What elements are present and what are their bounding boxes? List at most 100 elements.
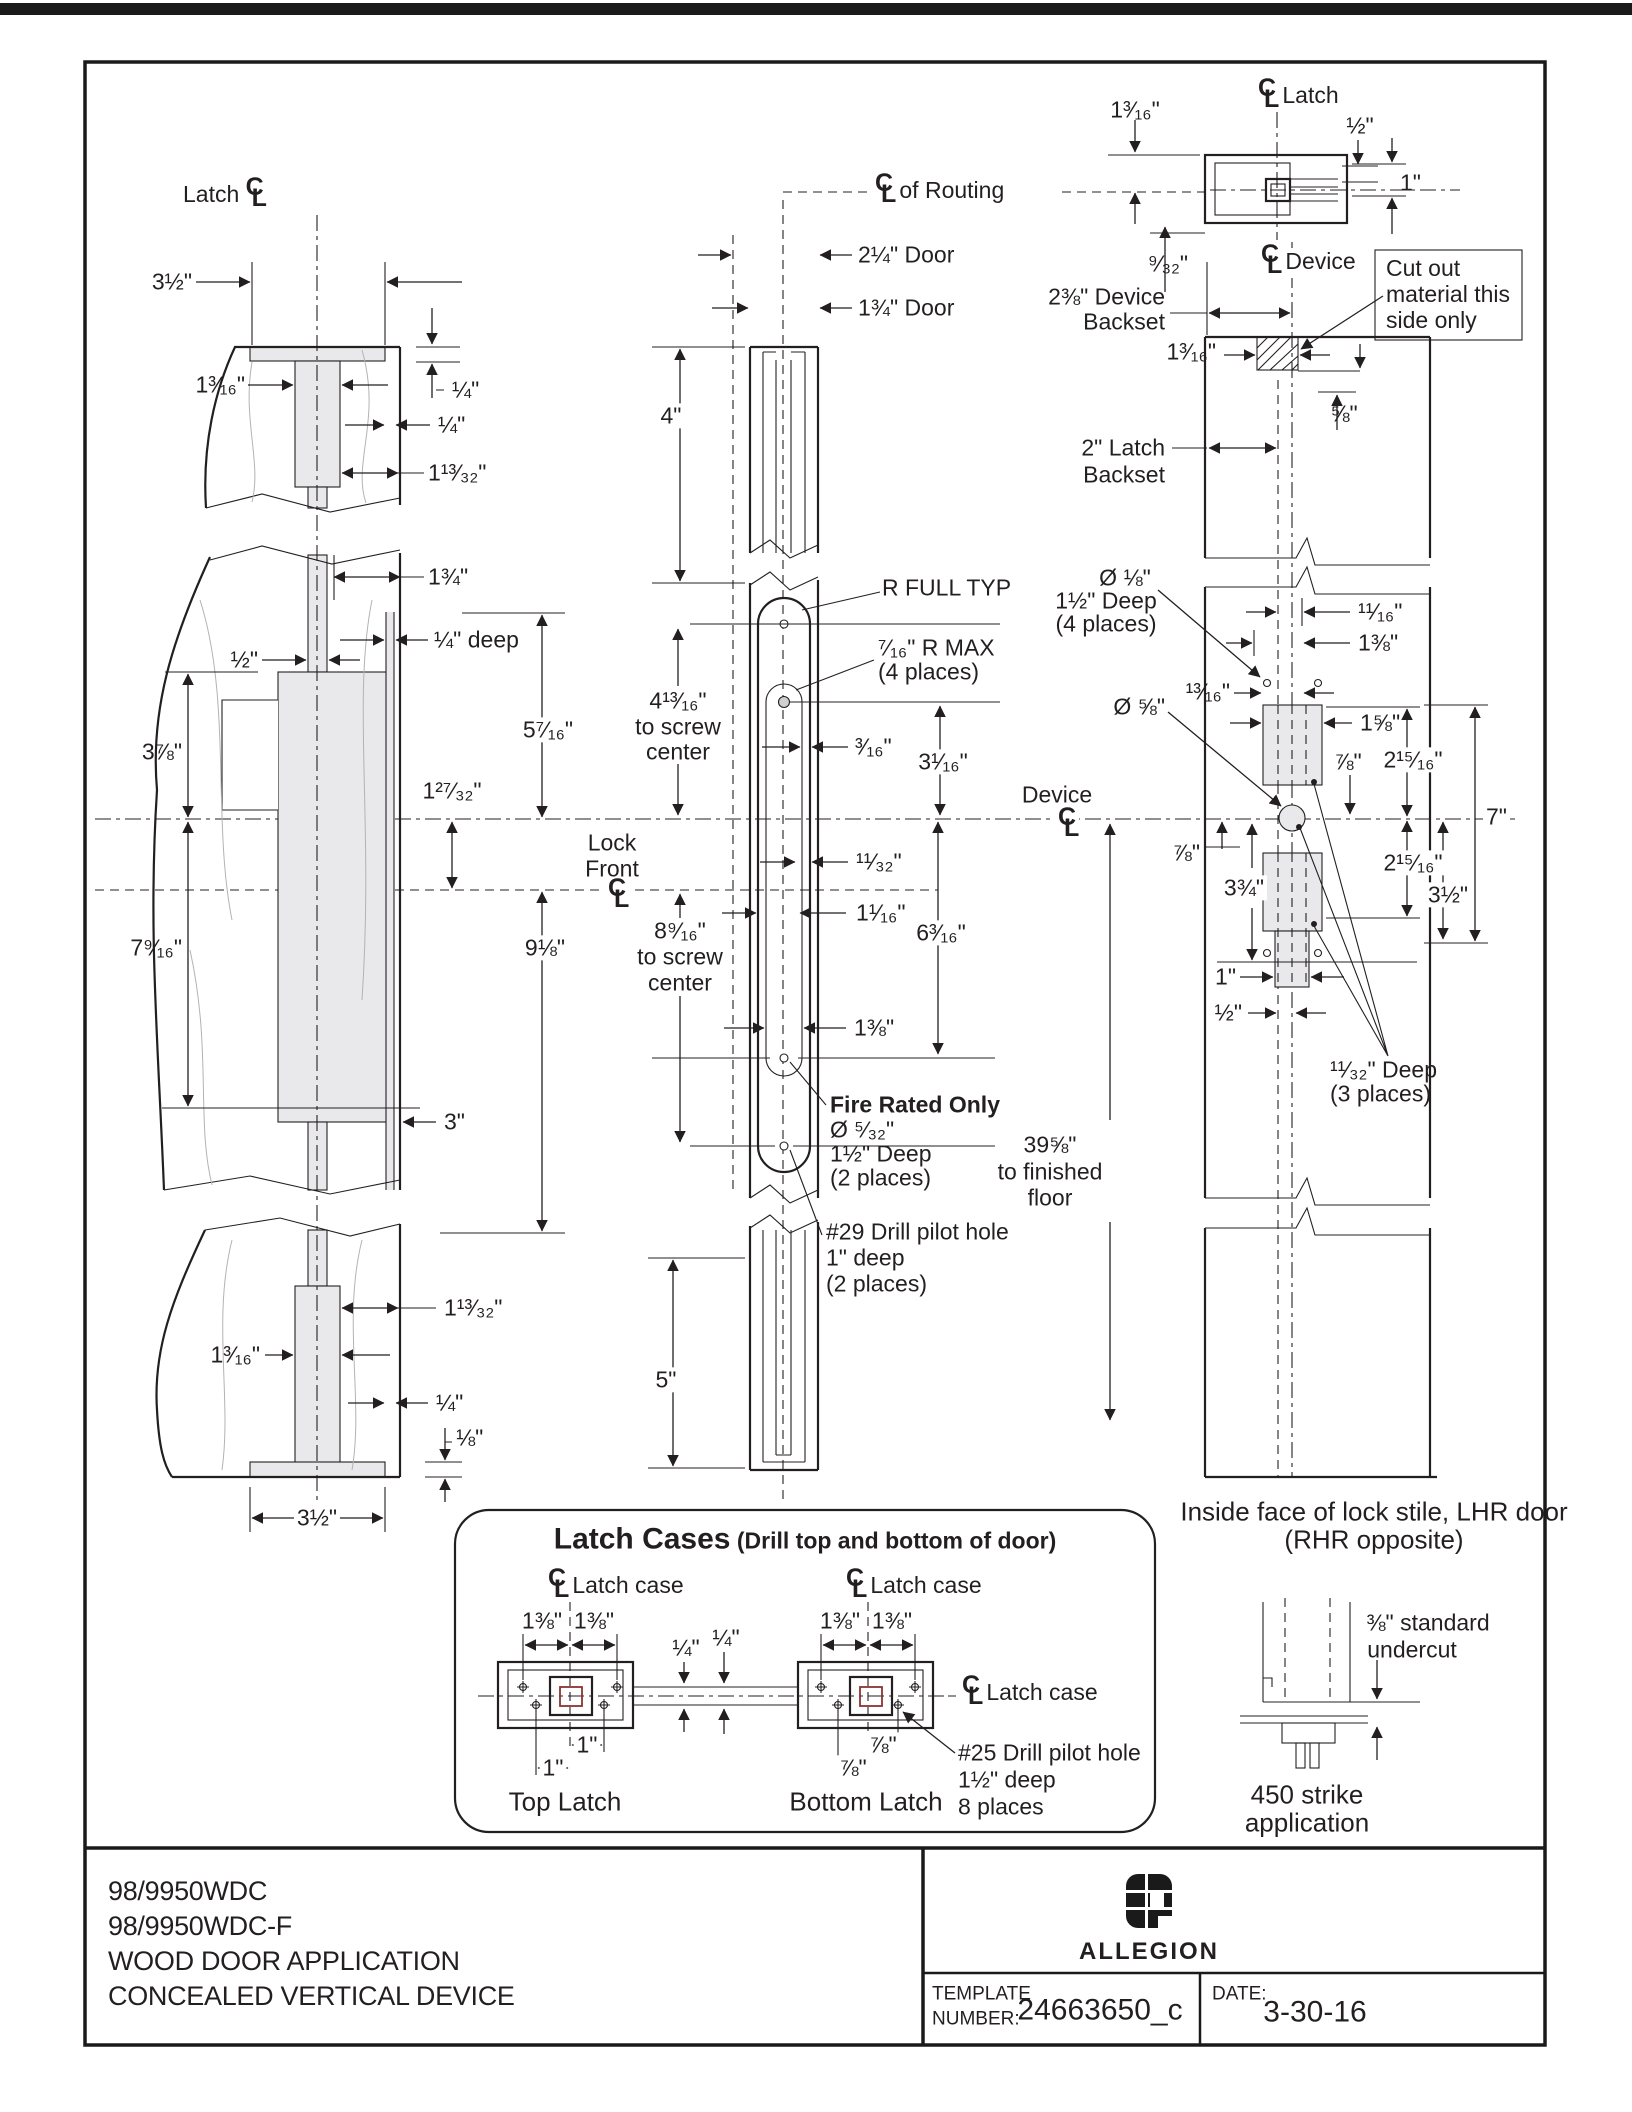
dim-11-32: ¹¹⁄₃₂" — [856, 848, 902, 875]
dim-1-tl-upper: 1" — [573, 1732, 601, 1758]
dim-7-8-left: ⅞" — [1172, 839, 1200, 866]
center-view — [648, 191, 1205, 1500]
screw-top-text2: center — [646, 738, 710, 765]
allegion-logo-icon — [1126, 1874, 1172, 1928]
dim-2-15-16-upper: 2¹⁵⁄₁₆" — [1380, 747, 1446, 773]
dim-7-8-bl-upper: ⅞" — [866, 1732, 900, 1758]
device-backset-line1: 2⅜" Device — [1048, 283, 1165, 310]
template-number-value: 24663650_c — [1017, 1993, 1183, 2027]
deep-11-32-line1: ¹¹⁄₃₂" Deep — [1330, 1056, 1437, 1083]
dim-4: 4" — [657, 403, 685, 429]
dim-1-3-8-right: 1⅜" — [1358, 629, 1399, 656]
latch-backset-line1: 2" Latch — [1081, 434, 1165, 461]
latch-backset-line2: Backset — [1083, 461, 1165, 488]
device-type-line: CONCEALED VERTICAL DEVICE — [108, 1981, 515, 2012]
lock-front-label1: Lock — [587, 829, 637, 856]
screw-top-text1: to screw — [635, 713, 721, 740]
latch-cases — [453, 1508, 1157, 1834]
dim-7-8-right: ⅞" — [1334, 748, 1362, 775]
date-value: 3-30-16 — [1263, 1995, 1367, 2029]
fire-rated-places: (2 places) — [830, 1164, 931, 1191]
deep-11-32-line2: (3 places) — [1330, 1080, 1431, 1107]
drill25-line3: 8 places — [958, 1793, 1044, 1820]
bottom-latch-label: Bottom Latch — [789, 1786, 943, 1817]
dim-quarter-c: ¼" — [436, 1389, 464, 1416]
undercut-line2: undercut — [1367, 1636, 1457, 1663]
fire-rated-depth: 1½" Deep — [830, 1140, 932, 1167]
screw-bottom-dim: 8⁹⁄₁₆" — [654, 917, 706, 944]
dim-1-3-8-bl-left: 1⅜" — [819, 1607, 861, 1634]
application-line: WOOD DOOR APPLICATION — [108, 1946, 460, 1977]
drill29-line1: #29 Drill pilot hole — [826, 1218, 1009, 1245]
floor-dim: 39⅝" — [1023, 1131, 1077, 1158]
r-max-label: ⁷⁄₁₆" R MAX — [878, 634, 995, 661]
dim-quarter-a: ¼" — [452, 376, 480, 403]
hole-1-8-places: (4 places) — [1055, 610, 1157, 637]
template-label-line2: NUMBER: — [932, 2008, 1020, 2030]
cutout-note: Cut out material this side only — [1386, 255, 1510, 333]
right-view — [1104, 112, 1523, 1769]
dim-3half-bottom: 3½" — [293, 1505, 341, 1531]
dim-1-13-32-top: 1¹³⁄₃₂" — [428, 459, 487, 486]
device-elev-label: Device — [1018, 782, 1096, 808]
dim-7-9-16: 7⁹⁄₁₆" — [130, 934, 182, 961]
dim-2-1-4-door: 2¼" Door — [858, 241, 955, 268]
model-line2: 98/9950WDC-F — [108, 1911, 292, 1942]
dim-1-tl-lower: 1" — [539, 1755, 567, 1781]
date-label: DATE: — [1212, 1983, 1267, 2005]
dim-2-15-16-lower: 2¹⁵⁄₁₆" — [1380, 850, 1446, 876]
dim-1-3-4-door: 1¾" Door — [858, 294, 955, 321]
dim-6-3-16: 6³⁄₁₆" — [913, 920, 969, 946]
sheet-frame — [0, 3, 1632, 2047]
screw-bottom-text1: to screw — [637, 943, 723, 970]
drill25-line2: 1½" deep — [958, 1766, 1056, 1793]
dim-1-13-32-bottom: 1¹³⁄₃₂" — [444, 1294, 503, 1321]
inside-face-line2: (RHR opposite) — [1284, 1524, 1464, 1555]
dim-1-3-16-bottom: 1³⁄₁₆" — [210, 1341, 261, 1368]
pilot-hole-markers — [517, 1681, 921, 1711]
hole-1-8-dia: Ø ⅛" — [1099, 564, 1151, 591]
undercut-line1: ⅜" standard — [1366, 1609, 1490, 1636]
dim-1-3-4: 1¾" — [428, 563, 469, 590]
dim-1-3-8-bl-right: 1⅜" — [871, 1607, 913, 1634]
model-line1: 98/9950WDC — [108, 1876, 268, 1907]
dim-3-1-2: 3½" — [1424, 882, 1472, 908]
dim-7-8-bl-lower: ⅞" — [836, 1755, 870, 1781]
inside-face-line1: Inside face of lock stile, LHR door — [1180, 1496, 1568, 1527]
r-max-places: (4 places) — [878, 658, 979, 685]
dim-half: ½" — [230, 646, 258, 673]
dim-3half-top: 3½" — [151, 268, 192, 295]
dim-quarter-deep: ¼" deep — [434, 626, 519, 653]
top-latch-label: Top Latch — [508, 1786, 622, 1817]
dim-1-3-8-tl-left: 1⅜" — [521, 1607, 563, 1634]
dim-1-8: ⅛" — [456, 1424, 484, 1451]
template-label-line1: TEMPLATE — [932, 1983, 1031, 2005]
latch-cases-title: Latch Cases (Drill top and bottom of doo… — [553, 1522, 1057, 1556]
floor-text2: floor — [1027, 1184, 1073, 1211]
fire-rated-dia: Ø ⁵⁄₃₂" — [830, 1116, 895, 1143]
dim-quarter-gap-left: ¼" — [672, 1634, 700, 1661]
r-full-typ-label: R FULL TYP — [882, 574, 1012, 601]
dim-1-bottom: 1" — [1215, 963, 1236, 990]
dim-5-8: ⅝" — [1330, 400, 1358, 427]
device-backset-line2: Backset — [1083, 308, 1165, 335]
dim-11-16: ¹¹⁄₁₆" — [1358, 598, 1403, 625]
dim-3-16: ³⁄₁₆" — [855, 733, 892, 760]
dim-1-plan: 1" — [1400, 169, 1421, 196]
dim-9-1-8: 9⅛" — [521, 935, 569, 961]
dim-1-3-16-mid: 1³⁄₁₆" — [1166, 338, 1217, 365]
